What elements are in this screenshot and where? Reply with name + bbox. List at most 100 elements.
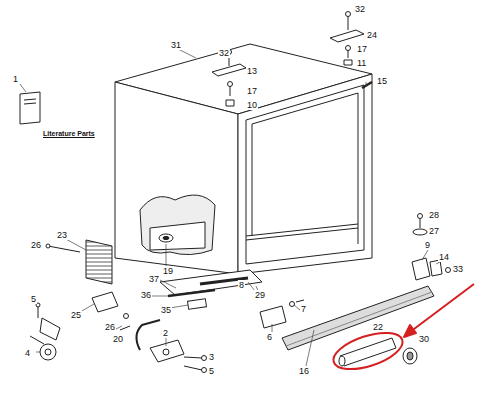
callout-number: 4 (24, 348, 31, 358)
right-hinge (420, 219, 421, 228)
callout-number: 9 (424, 240, 431, 250)
bottom-hinge (202, 356, 207, 361)
cabinet-shell (115, 44, 372, 274)
callout-number: 28 (428, 210, 440, 220)
callout-number: 32 (218, 48, 230, 58)
roller-assembly (30, 336, 44, 344)
callout-number: 31 (170, 40, 182, 50)
leader-line (306, 330, 314, 366)
literature-booklet (24, 103, 36, 104)
base-rail (282, 286, 434, 350)
roller-assembly (40, 318, 60, 340)
callout-number: 6 (266, 332, 273, 342)
leader-line (170, 305, 188, 308)
cabinet-shell (252, 124, 253, 236)
literature-booklet (20, 92, 40, 124)
cutaway (140, 195, 215, 255)
top-hinge-left (228, 82, 233, 87)
right-hinge (412, 258, 430, 280)
highlight (410, 284, 474, 332)
top-hinge-right (346, 12, 351, 17)
leader-line (36, 352, 40, 353)
callout-number: 15 (376, 76, 388, 86)
callout-number: 2 (162, 328, 169, 338)
callout-number: 25 (70, 310, 82, 320)
cabinet-shell (246, 228, 358, 240)
leader-line (178, 49, 196, 58)
leader-line (166, 338, 167, 346)
end-cap (403, 348, 417, 364)
callout-number: 30 (418, 334, 430, 344)
cabinet-shell (252, 93, 358, 244)
cutaway (163, 236, 169, 239)
cabinet-shell (115, 82, 238, 274)
callout-number: 26 (104, 322, 116, 332)
callout-number: 20 (112, 334, 124, 344)
part-label: Literature Parts (42, 130, 96, 138)
right-bracket (260, 300, 304, 328)
callout-number: 24 (366, 30, 378, 40)
literature-booklet (24, 99, 36, 100)
callout-number: 5 (208, 366, 215, 376)
top-hinge-right (362, 82, 372, 88)
leader-line (166, 244, 167, 266)
tubing (160, 270, 262, 295)
callout-number: 36 (140, 290, 152, 300)
roller-assembly (40, 344, 56, 360)
right-hinge (418, 214, 423, 219)
callout-number: 35 (160, 305, 172, 315)
top-hinge-left (226, 100, 234, 106)
roller-tube (339, 338, 396, 366)
bottom-hinge (150, 340, 207, 373)
right-hinge (412, 214, 451, 281)
grille (46, 240, 112, 284)
callout-number: 19 (162, 266, 174, 276)
right-bracket (260, 306, 286, 328)
right-hinge (446, 268, 451, 273)
leader-line (272, 324, 273, 332)
callout-number: 26 (30, 240, 42, 250)
callout-number: 10 (246, 100, 258, 110)
top-hinge-right (344, 60, 352, 65)
callout-number: 8 (238, 280, 245, 290)
end-cap (403, 348, 417, 364)
highlight (329, 284, 474, 376)
cutaway (140, 195, 215, 255)
cabinet-shell (246, 85, 364, 264)
callout-number: 1 (12, 74, 19, 84)
roller-assembly (92, 292, 118, 312)
literature-booklet (20, 92, 40, 124)
right-hinge (413, 229, 427, 235)
callout-number: 17 (356, 44, 368, 54)
tubing (160, 270, 262, 309)
callout-number: 22 (372, 322, 384, 332)
right-bracket (290, 302, 295, 307)
top-hinge-right (346, 46, 351, 51)
callout-number: 32 (354, 4, 366, 14)
callout-number: 13 (246, 66, 258, 76)
roller-assembly (38, 306, 39, 318)
leader-line (20, 49, 440, 366)
cabinet-illustration (20, 12, 474, 377)
callout-number: 14 (438, 252, 450, 262)
leader-line (366, 82, 367, 86)
highlight (404, 325, 416, 337)
roller-assembly (136, 320, 160, 350)
callout-number: 29 (254, 290, 266, 300)
bottom-hinge (184, 357, 202, 358)
leader-line (152, 296, 168, 297)
callout-number: 5 (30, 294, 37, 304)
bottom-hinge (150, 340, 184, 362)
callout-number: 17 (246, 86, 258, 96)
grille (48, 246, 80, 252)
roller-assembly (124, 314, 129, 319)
callout-number: 27 (428, 226, 440, 236)
roller-assembly (45, 349, 51, 355)
tubing (188, 299, 207, 309)
leader-line (20, 84, 26, 92)
top-hinge-right (330, 30, 364, 42)
leader-line (80, 304, 94, 312)
right-bracket (296, 300, 304, 302)
callout-number: 11 (356, 58, 367, 68)
